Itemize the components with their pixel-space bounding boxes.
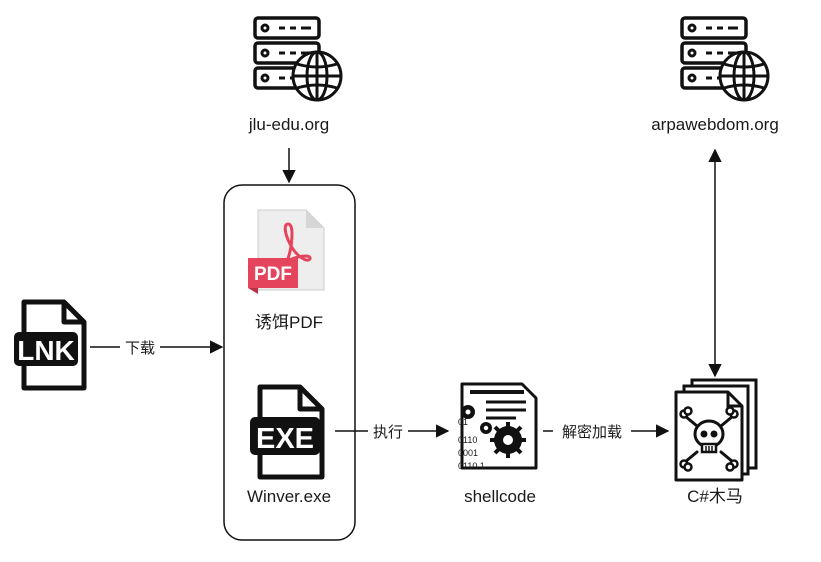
binary-line-3: 0001	[458, 448, 478, 458]
binary-line-1: 01	[458, 417, 468, 427]
server-left-label: jlu-edu.org	[248, 115, 329, 134]
shellcode-icon	[460, 382, 538, 470]
binary-line-2: 0110	[458, 435, 477, 445]
trojan-label: C#木马	[687, 487, 743, 506]
server-globe-icon	[253, 16, 343, 102]
pdf-badge-text: PDF	[254, 264, 292, 285]
edge-label-execute: 执行	[373, 424, 403, 441]
lnk-file-icon	[14, 299, 87, 391]
edge-label-decrypt-load: 解密加载	[562, 424, 622, 441]
exe-badge-text: EXE	[256, 423, 314, 455]
server-right-label: arpawebdom.org	[651, 115, 779, 134]
skull-files-icon	[674, 378, 758, 482]
server-globe-icon	[680, 16, 770, 102]
edge-label-download: 下载	[125, 340, 155, 357]
exe-label: Winver.exe	[247, 487, 331, 506]
binary-line-4: 0110 1	[458, 461, 485, 471]
pdf-file-icon	[248, 209, 325, 294]
exe-file-icon	[250, 384, 325, 480]
lnk-badge-text: LNK	[17, 335, 75, 366]
pdf-label: 诱饵PDF	[255, 313, 323, 332]
container-box	[223, 184, 356, 541]
shellcode-label: shellcode	[464, 487, 536, 506]
